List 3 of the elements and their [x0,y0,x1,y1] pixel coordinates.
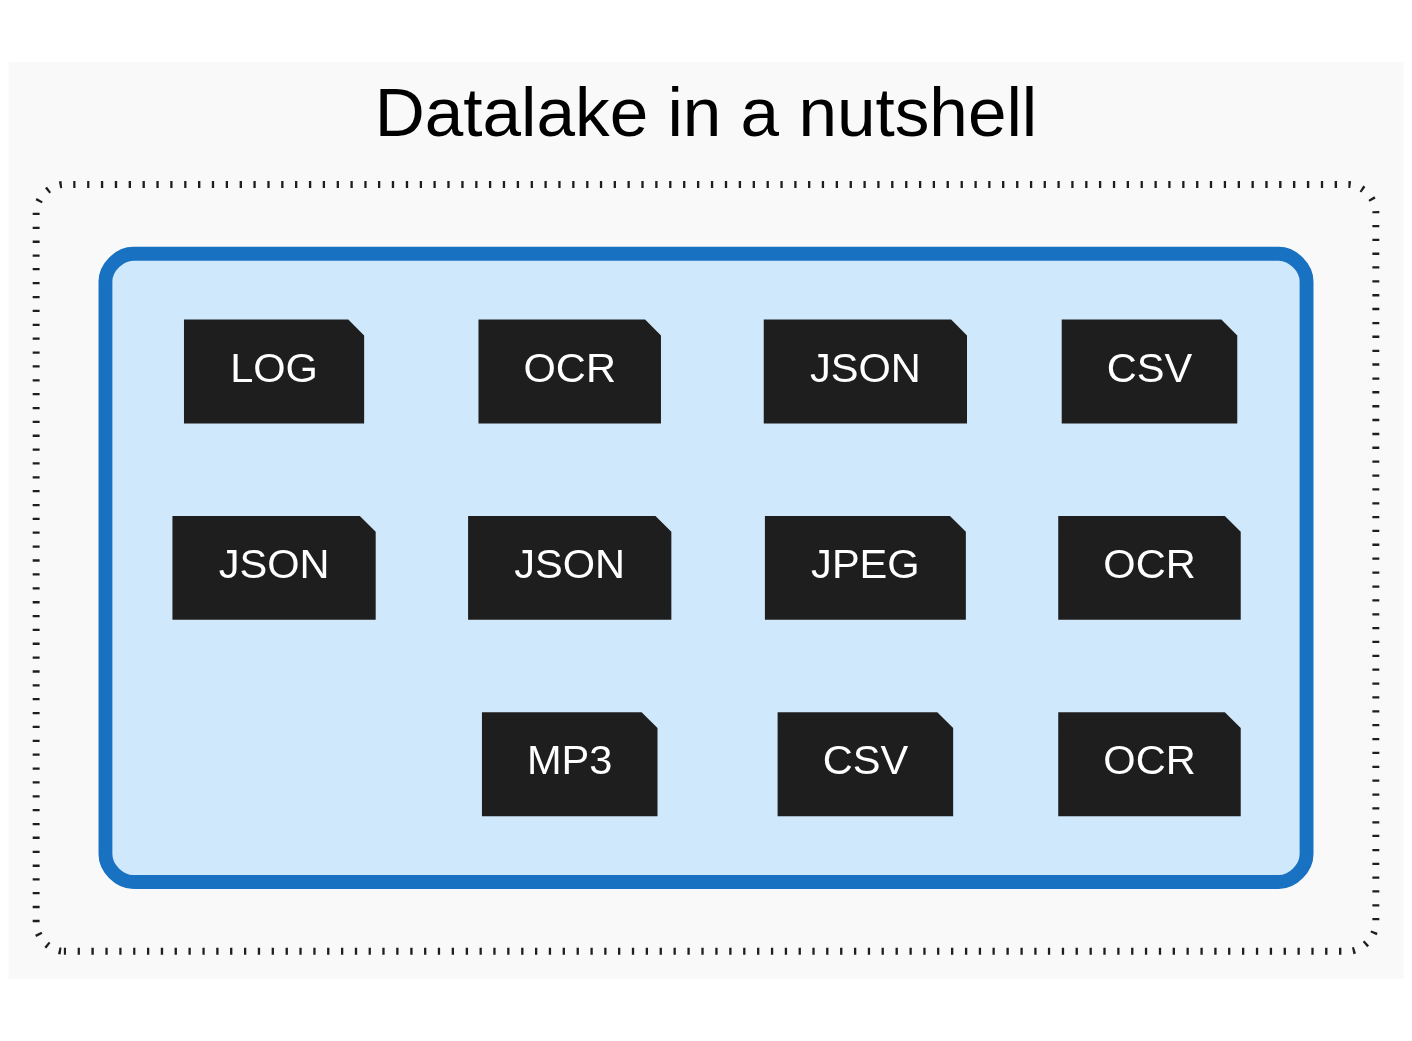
cluster [32,180,1380,955]
diagram-title: Datalake in a nutshell [374,72,1038,151]
cluster [98,246,1314,889]
